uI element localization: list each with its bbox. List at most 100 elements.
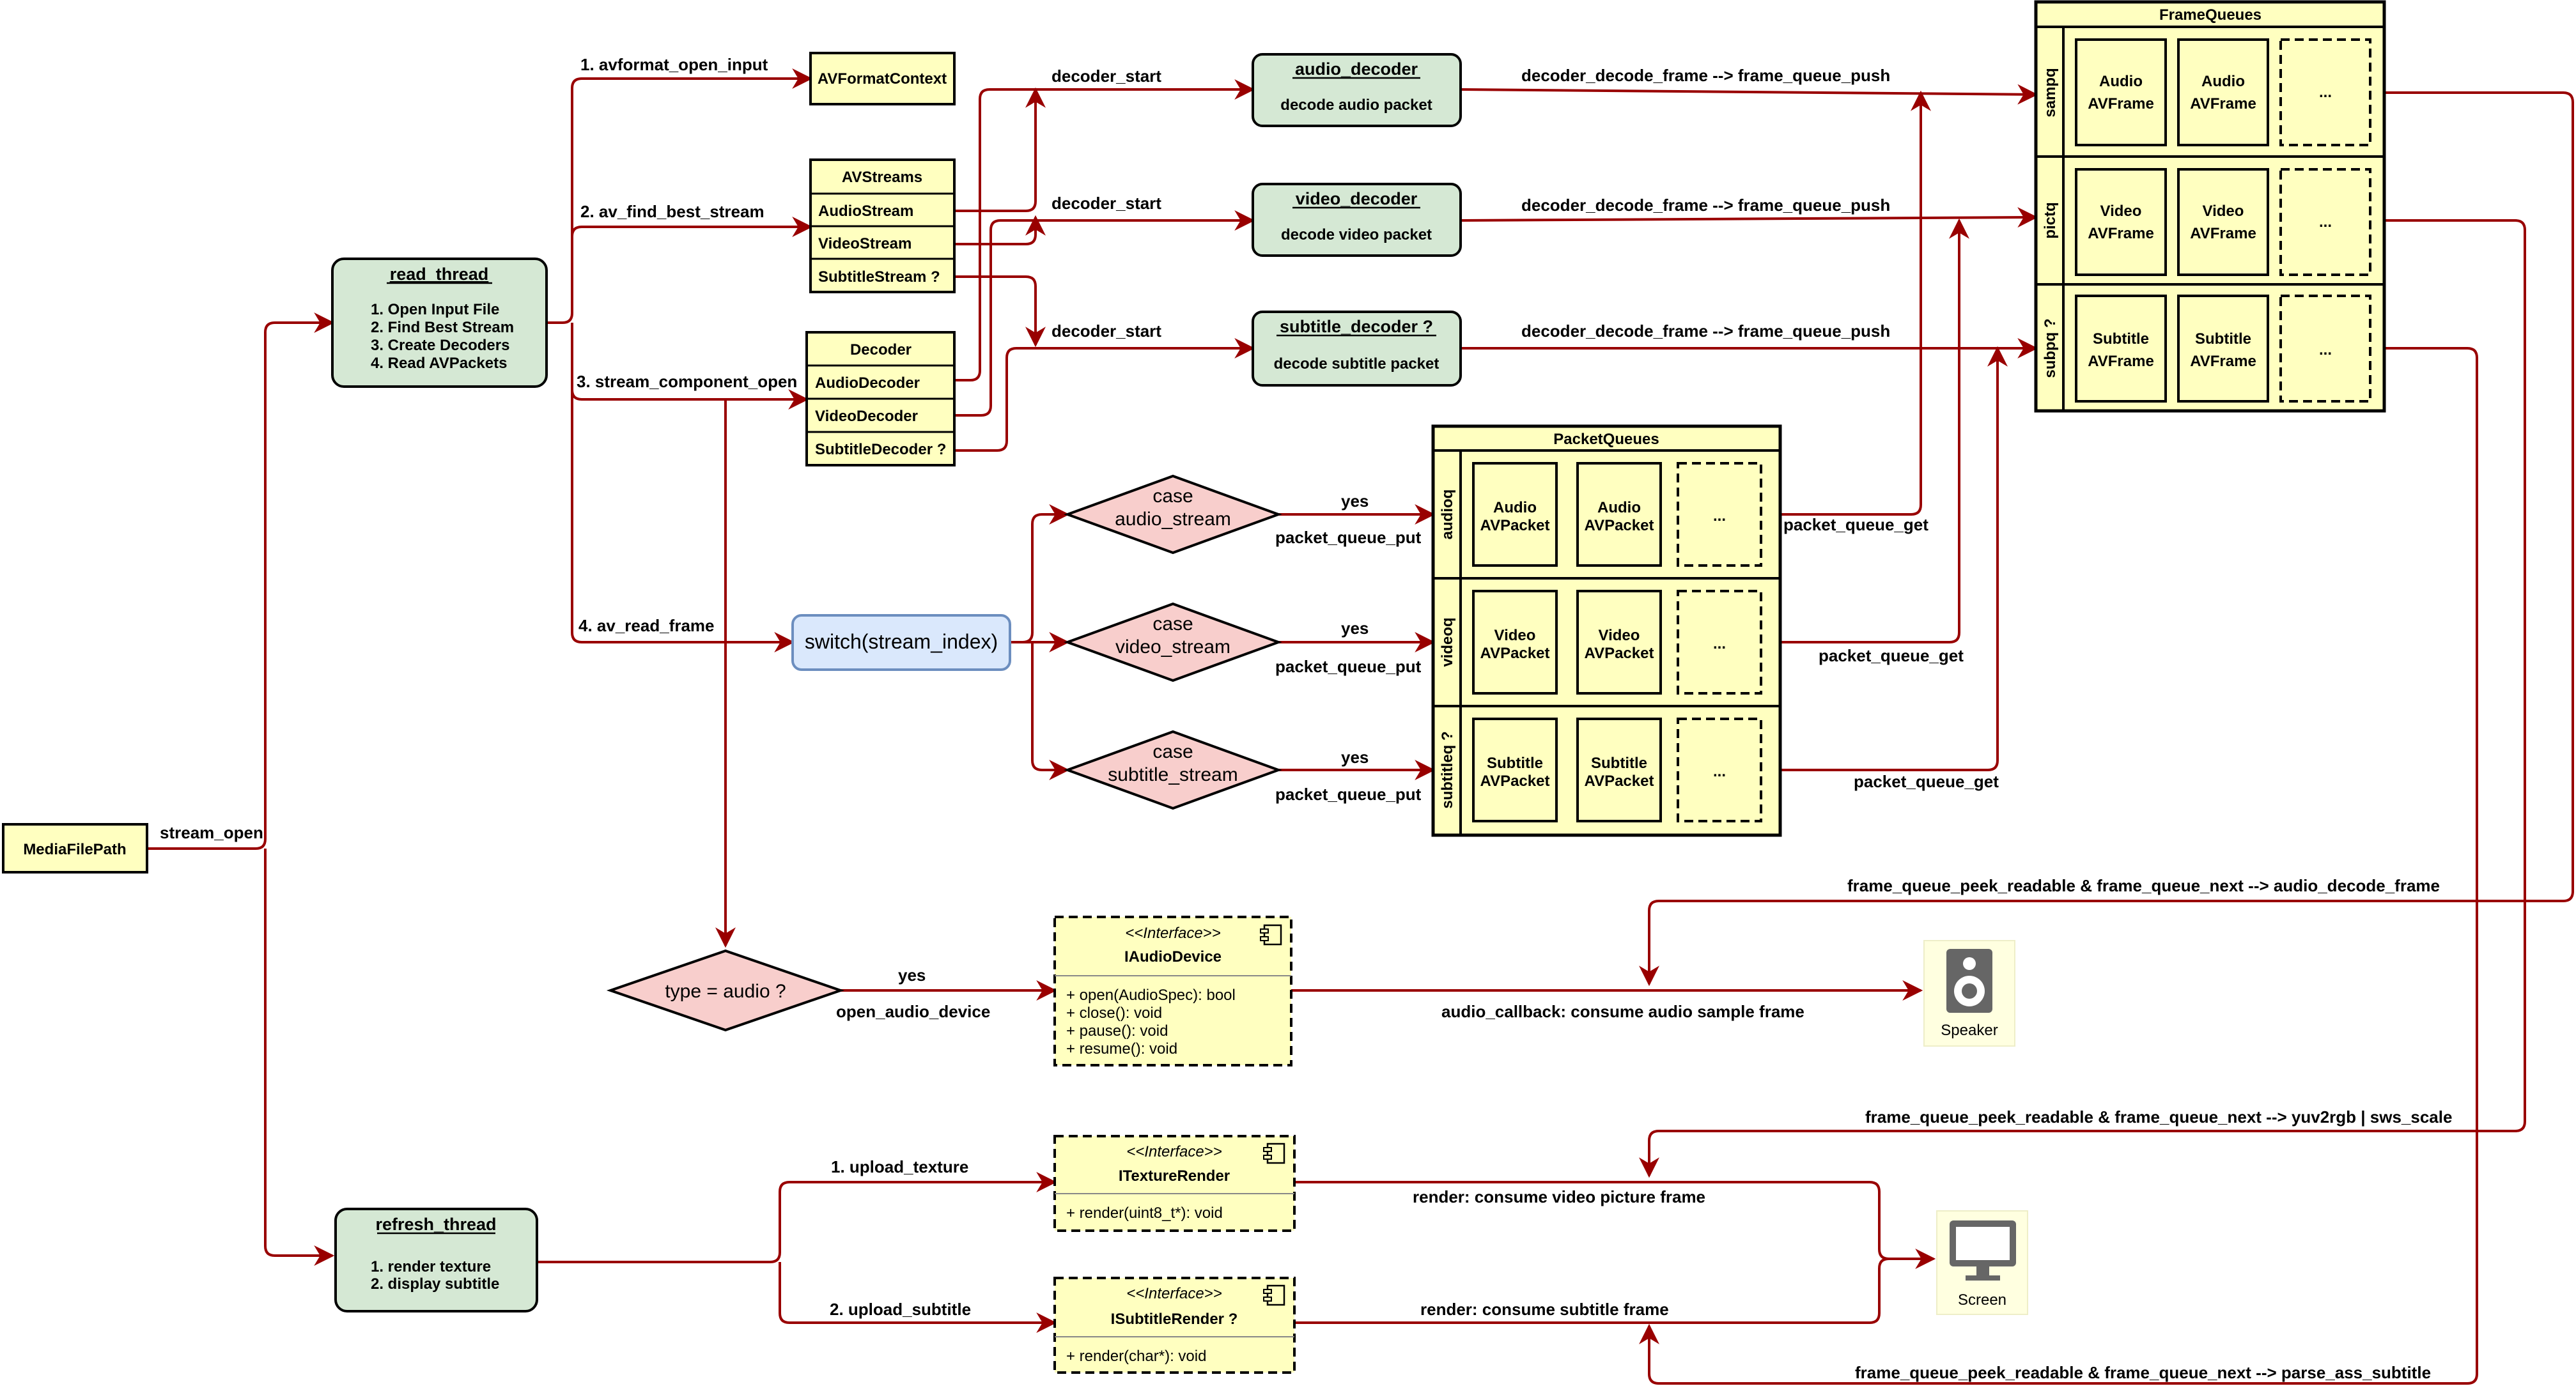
case-subtitle-line-1: case — [1152, 741, 1193, 762]
frame-cell-ellipsis: ... — [2319, 341, 2332, 358]
label-render-subtitle: render: consume subtitle frame — [1420, 1300, 1669, 1319]
packet-cell: Audio — [1597, 499, 1641, 516]
decoder-subtitle: SubtitleDecoder ? — [815, 441, 946, 458]
video-decoder-sub: decode video packet — [1281, 226, 1432, 243]
label-decode-push-video: decoder_decode_frame --> frame_queue_pus… — [1521, 196, 1890, 215]
packet-cell: AVPacket — [1480, 517, 1550, 534]
case-video-node: case video_stream — [1064, 602, 1282, 682]
label-upload-subtitle: 2. upload_subtitle — [830, 1300, 971, 1319]
decoder-node: Decoder AudioDecoder VideoDecoder Subtit… — [805, 331, 956, 466]
av-streams-node: AVStreams AudioStream VideoStream Subtit… — [809, 158, 956, 293]
frame-cell: AVFrame — [2088, 353, 2154, 370]
video-decoder-title: video_decoder — [1296, 189, 1418, 208]
frame-cell: Audio — [2201, 73, 2245, 90]
edge-switch-audio — [1010, 504, 1070, 643]
speaker-label: Speaker — [1941, 1022, 1998, 1039]
screen-label: Screen — [1958, 1291, 2006, 1309]
refresh-thread-node: refresh_thread 1. render texture 2. disp… — [334, 1208, 538, 1312]
frame-cell: Subtitle — [2093, 330, 2149, 348]
audio-device-stereotype: <<Interface>> — [1125, 925, 1220, 942]
frame-cell: Video — [2100, 203, 2142, 220]
edge-stream-audio-to-start — [954, 87, 1046, 212]
label-decoder-start-audio: decoder_start — [1051, 66, 1161, 86]
av-format-context-label: AVFormatContext — [818, 70, 947, 88]
packet-cell-ellipsis: ... — [1713, 635, 1726, 652]
frame-cell-ellipsis: ... — [2319, 84, 2332, 101]
packet-queue-row-label-audioq: audioq — [1439, 489, 1456, 540]
switch-label: switch(stream_index) — [805, 630, 998, 653]
edge-decoder-start-subtitle — [954, 338, 1255, 452]
frame-cell: AVFrame — [2088, 95, 2154, 112]
case-video-line-2: video_stream — [1115, 636, 1230, 658]
media-file-path-node: MediaFilePath — [2, 823, 148, 874]
edges — [147, 68, 2574, 1385]
read-thread-line-2: 2. Find Best Stream — [371, 319, 514, 336]
type-audio-node: type = audio ? — [606, 949, 845, 1032]
edge-stream-sub-to-start — [954, 275, 1046, 348]
audio-decoder-node: audio_decoder decode audio packet — [1252, 53, 1462, 127]
subtitle-render-stereotype: <<Interface>> — [1126, 1285, 1222, 1302]
video-decoder-node: video_decoder decode video packet — [1252, 183, 1462, 257]
audio-device-method-1: + open(AudioSpec): bool — [1066, 987, 1236, 1004]
edge-stream-video-to-start — [954, 215, 1046, 245]
label-audio-callback: audio_callback: consume audio sample fra… — [1441, 1002, 1804, 1021]
edge-videoq-get — [1780, 218, 1969, 643]
edge-avformat-open-input — [547, 68, 813, 324]
frame-queue-row-label-pictq: pictq — [2042, 202, 2059, 238]
edge-subpq-peek — [1639, 347, 2478, 1385]
edge-upload-texture — [537, 1172, 1057, 1263]
edge-subtitleq-get — [1780, 346, 2008, 771]
refresh-thread-title: refresh_thread — [375, 1215, 496, 1234]
packet-cell: AVPacket — [1585, 773, 1654, 790]
audio-device-method-3: + pause(): void — [1066, 1022, 1168, 1040]
texture-render-interface: <<Interface>> ITextureRender + render(ui… — [1053, 1135, 1296, 1232]
edge-av-find-best-stream — [571, 217, 813, 237]
packet-cell-ellipsis: ... — [1713, 763, 1726, 780]
label-open-audio-device: open_audio_device — [836, 1002, 990, 1021]
label-av-read-frame: 4. av_read_frame — [578, 616, 714, 635]
packet-cell: Video — [1599, 627, 1640, 644]
subtitle-render-interface: <<Interface>> ISubtitleRender ? + render… — [1053, 1277, 1296, 1374]
case-subtitle-line-2: subtitle_stream — [1108, 764, 1238, 785]
label-peek-subtitle: frame_queue_peek_readable & frame_queue_… — [1855, 1363, 2431, 1382]
edge-audio-decode-push — [1460, 84, 2038, 105]
packet-queues-title: PacketQueues — [1553, 431, 1659, 448]
frame-cell: AVFrame — [2190, 353, 2256, 370]
frame-cell: AVFrame — [2190, 95, 2256, 112]
read-thread-title: read_thread — [390, 265, 489, 284]
label-put-video: packet_queue_put — [1275, 657, 1422, 676]
edge-av-read-frame — [571, 390, 795, 652]
texture-render-stereotype: <<Interface>> — [1126, 1143, 1222, 1160]
case-audio-node: case audio_stream — [1064, 474, 1282, 555]
packet-queues-node: PacketQueues audioq videoq subtitleq ? A… — [1431, 424, 1782, 837]
edge-sampq-peek — [1639, 91, 2574, 987]
case-audio-line-2: audio_stream — [1115, 509, 1231, 530]
frame-cell: Video — [2203, 203, 2244, 220]
decoder-audio: AudioDecoder — [815, 374, 920, 392]
label-render-video: render: consume video picture frame — [1413, 1187, 1705, 1206]
av-streams-audio: AudioStream — [818, 203, 913, 220]
packet-cell: AVPacket — [1585, 645, 1654, 662]
read-thread-line-4: 4. Read AVPackets — [371, 355, 507, 372]
speaker-icon — [1946, 949, 1992, 1013]
av-streams-video: VideoStream — [818, 235, 912, 252]
refresh-thread-line-1: 1. render texture — [371, 1258, 491, 1275]
label-stream-component-open: 3. stream_component_open — [577, 372, 797, 391]
av-streams-subtitle: SubtitleStream ? — [818, 268, 940, 286]
packet-cell: AVPacket — [1480, 773, 1550, 790]
label-yes-video: yes — [1341, 619, 1369, 638]
label-yes-subtitle: yes — [1341, 748, 1369, 767]
packet-cell: Subtitle — [1591, 755, 1647, 772]
label-upload-texture: 1. upload_texture — [831, 1157, 968, 1176]
av-streams-title: AVStreams — [842, 169, 922, 186]
audio-device-method-2: + close(): void — [1066, 1004, 1162, 1022]
texture-render-method-1: + render(uint8_t*): void — [1066, 1204, 1223, 1222]
label-decode-push-subtitle: decoder_decode_frame --> frame_queue_pus… — [1521, 321, 1890, 341]
edge-stream-open-read — [147, 312, 335, 850]
audio-device-interface: <<Interface>> IAudioDevice + open(AudioS… — [1053, 916, 1292, 1066]
monitor-icon — [1950, 1220, 2016, 1281]
switch-node: switch(stream_index) — [791, 614, 1011, 671]
frame-cell: AVFrame — [2190, 225, 2256, 242]
frame-queue-row-label-sampq: sampq — [2042, 68, 2059, 117]
screen-node: Screen — [1936, 1210, 2028, 1315]
